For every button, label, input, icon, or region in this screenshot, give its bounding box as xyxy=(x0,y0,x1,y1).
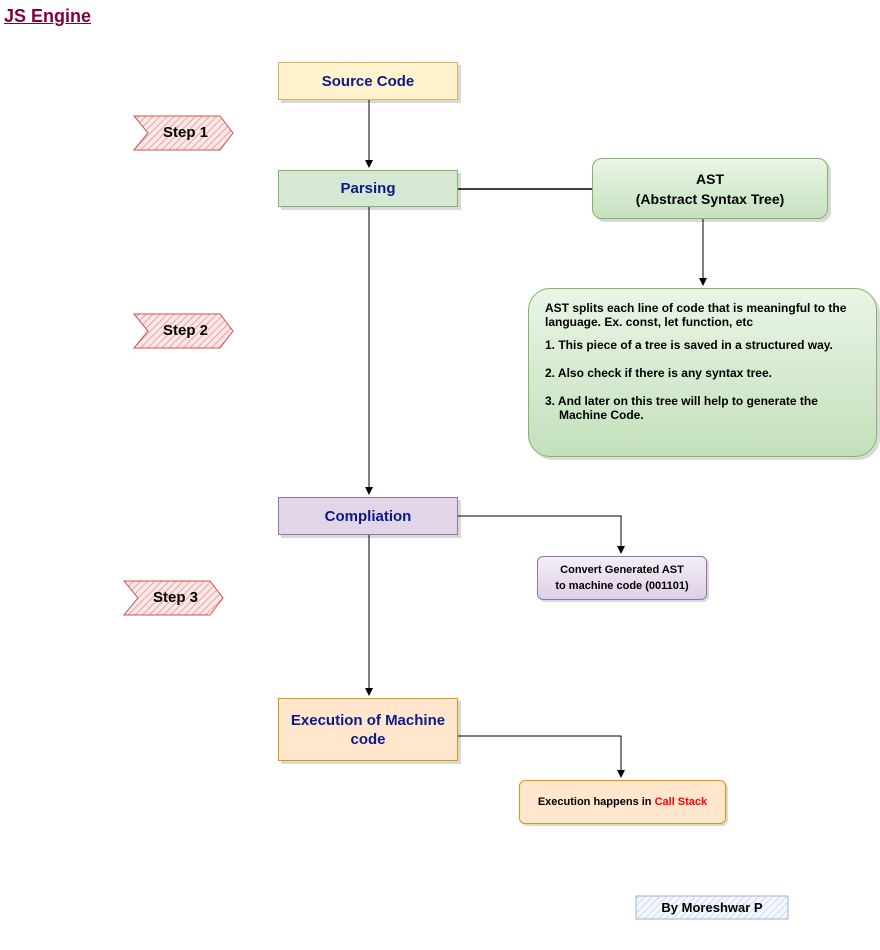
step3-arrow-shape xyxy=(122,580,224,616)
ast-title: AST xyxy=(696,170,724,187)
source-code-label: Source Code xyxy=(321,72,415,90)
compilation-node: Compliation xyxy=(278,497,458,535)
parsing-label: Parsing xyxy=(340,180,396,197)
credit-label: By Moreshwar P xyxy=(636,896,788,919)
ast-notes-intro: AST splits each line of code that is mea… xyxy=(545,301,847,329)
convert-note-text: Convert Generated AST to machine code (0… xyxy=(555,564,689,592)
ast-notes-point-3: 3. And later on this tree will help to g… xyxy=(545,394,818,422)
execution-note-prefix: Execution happens in xyxy=(537,796,655,808)
step2-arrow-shape xyxy=(132,313,234,349)
source-code-node: Source Code xyxy=(278,62,458,100)
step1-arrow-shape xyxy=(132,115,234,151)
step-2-label: Step 2 xyxy=(163,322,209,339)
page-title: JS Engine xyxy=(4,6,92,26)
execution-label-line1: Execution of Machine xyxy=(290,711,446,729)
step-1-label: Step 1 xyxy=(163,124,209,141)
ast-node: AST (Abstract Syntax Tree) xyxy=(592,158,828,219)
ast-notes-point-2: 2. Also check if there is any syntax tre… xyxy=(545,366,772,380)
ast-subtitle: (Abstract Syntax Tree) xyxy=(635,190,785,207)
credit-text: By Moreshwar P xyxy=(661,900,763,915)
ast-notes-text: AST splits each line of code that is mea… xyxy=(545,301,868,430)
compilation-label: Compliation xyxy=(324,507,412,525)
ast-notes-node: AST splits each line of code that is mea… xyxy=(528,288,877,457)
step-3-label: Step 3 xyxy=(153,589,199,606)
execution-node: Execution of Machine code xyxy=(278,698,458,761)
ast-notes-point-1: 1. This piece of a tree is saved in a st… xyxy=(545,338,833,352)
call-stack-highlight: Call Stack xyxy=(654,796,708,808)
execution-label-line2: code xyxy=(350,730,386,748)
credit-box-bg xyxy=(635,895,789,920)
execution-note-node: Execution happens in Call Stack xyxy=(519,780,726,824)
parsing-node: Parsing xyxy=(278,170,458,207)
convert-note-node: Convert Generated AST to machine code (0… xyxy=(537,556,707,600)
